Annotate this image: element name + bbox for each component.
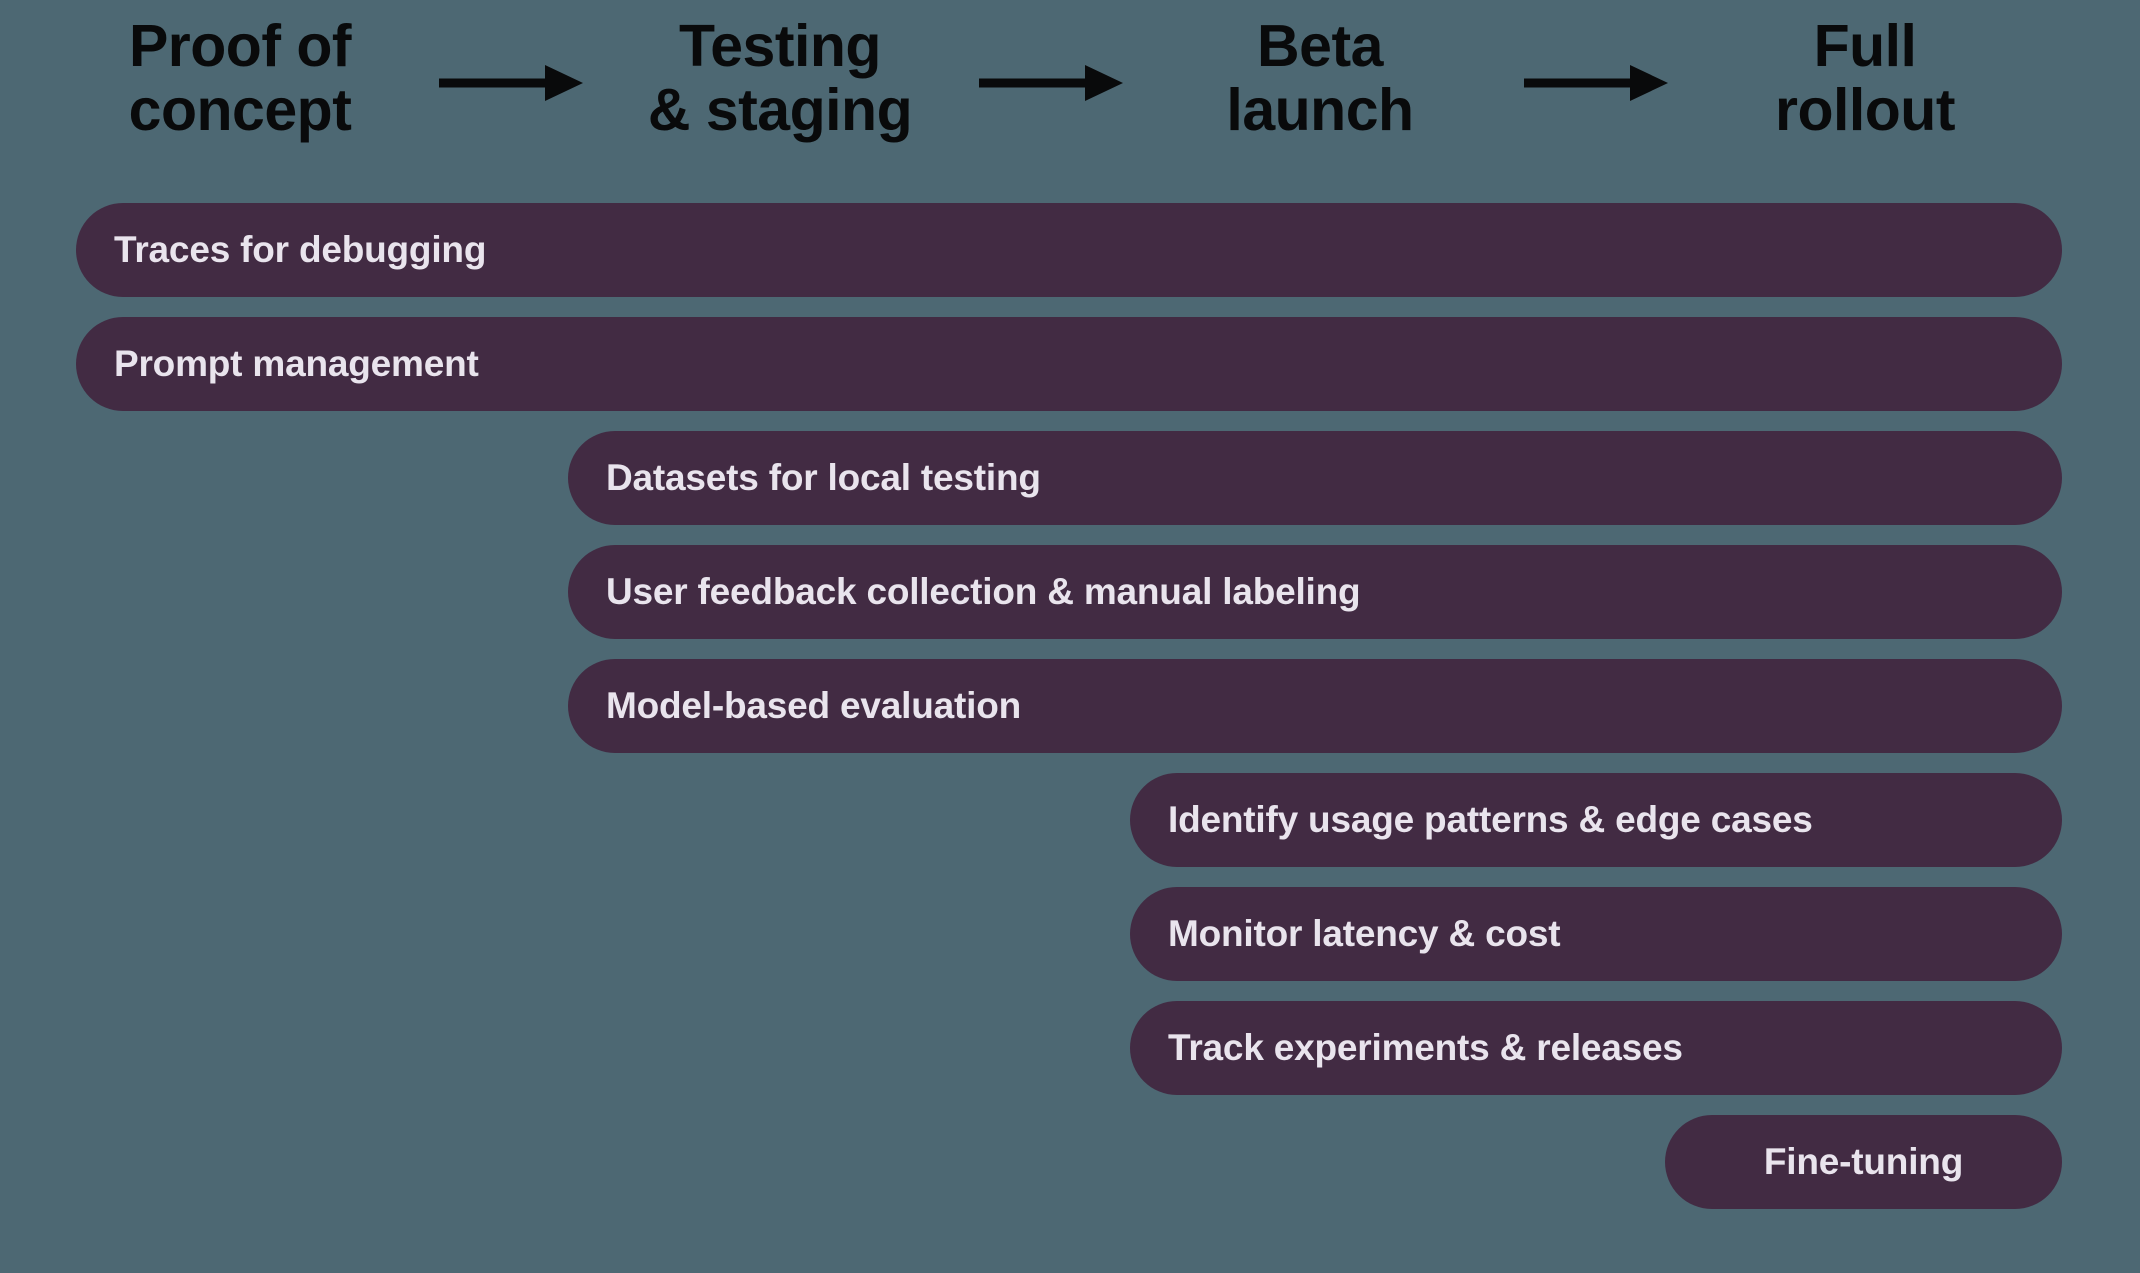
- phase-label-line2: concept: [128, 76, 352, 143]
- phase-label-line1: Proof of: [128, 13, 352, 79]
- capability-bar-user-feedback-labeling[interactable]: User feedback collection & manual labeli…: [568, 545, 2062, 639]
- phase-label-line2: rollout: [1774, 76, 1956, 143]
- phase-label-line1: Beta: [1257, 13, 1383, 79]
- capability-bar-model-based-evaluation[interactable]: Model-based evaluation: [568, 659, 2062, 753]
- capability-bar-label: Traces for debugging: [114, 229, 487, 270]
- phase-label-line1: Testing: [679, 13, 881, 79]
- capability-bar-label: Fine-tuning: [1763, 1141, 1964, 1182]
- capability-bar-prompt-management[interactable]: Prompt management: [76, 317, 2062, 411]
- capability-bar-traces-for-debugging[interactable]: Traces for debugging: [76, 203, 2062, 297]
- arrow-right-icon: [979, 65, 1123, 101]
- capability-bar-label: Prompt management: [114, 343, 479, 384]
- capability-bar-datasets-local-testing[interactable]: Datasets for local testing: [568, 431, 2062, 525]
- capability-bar-monitor-latency-cost[interactable]: Monitor latency & cost: [1130, 887, 2062, 981]
- capability-bar-fine-tuning[interactable]: Fine-tuning: [1665, 1115, 2062, 1209]
- phase-label-proof-of-concept: Proof of concept: [60, 13, 420, 143]
- phase-header-row: Proof of concept Testing & staging Beta …: [0, 0, 2140, 175]
- capability-bar-label: Datasets for local testing: [606, 457, 1041, 498]
- phase-label-line2: & staging: [647, 76, 913, 143]
- capability-bar-usage-patterns-edge-cases[interactable]: Identify usage patterns & edge cases: [1130, 773, 2062, 867]
- phase-label-beta-launch: Beta launch: [1140, 13, 1500, 143]
- arrow-right-icon: [439, 65, 583, 101]
- capability-bar-track-experiments-releases[interactable]: Track experiments & releases: [1130, 1001, 2062, 1095]
- capability-bar-label: Model-based evaluation: [606, 685, 1022, 726]
- phase-label-full-rollout: Full rollout: [1685, 13, 2045, 143]
- phase-label-testing-and-staging: Testing & staging: [600, 13, 960, 143]
- phase-label-line2: launch: [1226, 76, 1414, 143]
- capability-bar-label: Track experiments & releases: [1168, 1027, 1683, 1068]
- capability-bar-label: Identify usage patterns & edge cases: [1168, 799, 1813, 840]
- phase-label-line1: Full: [1813, 13, 1917, 79]
- arrow-right-icon: [1524, 65, 1668, 101]
- capability-bar-label: User feedback collection & manual labeli…: [606, 571, 1361, 612]
- capability-bar-label: Monitor latency & cost: [1168, 913, 1561, 954]
